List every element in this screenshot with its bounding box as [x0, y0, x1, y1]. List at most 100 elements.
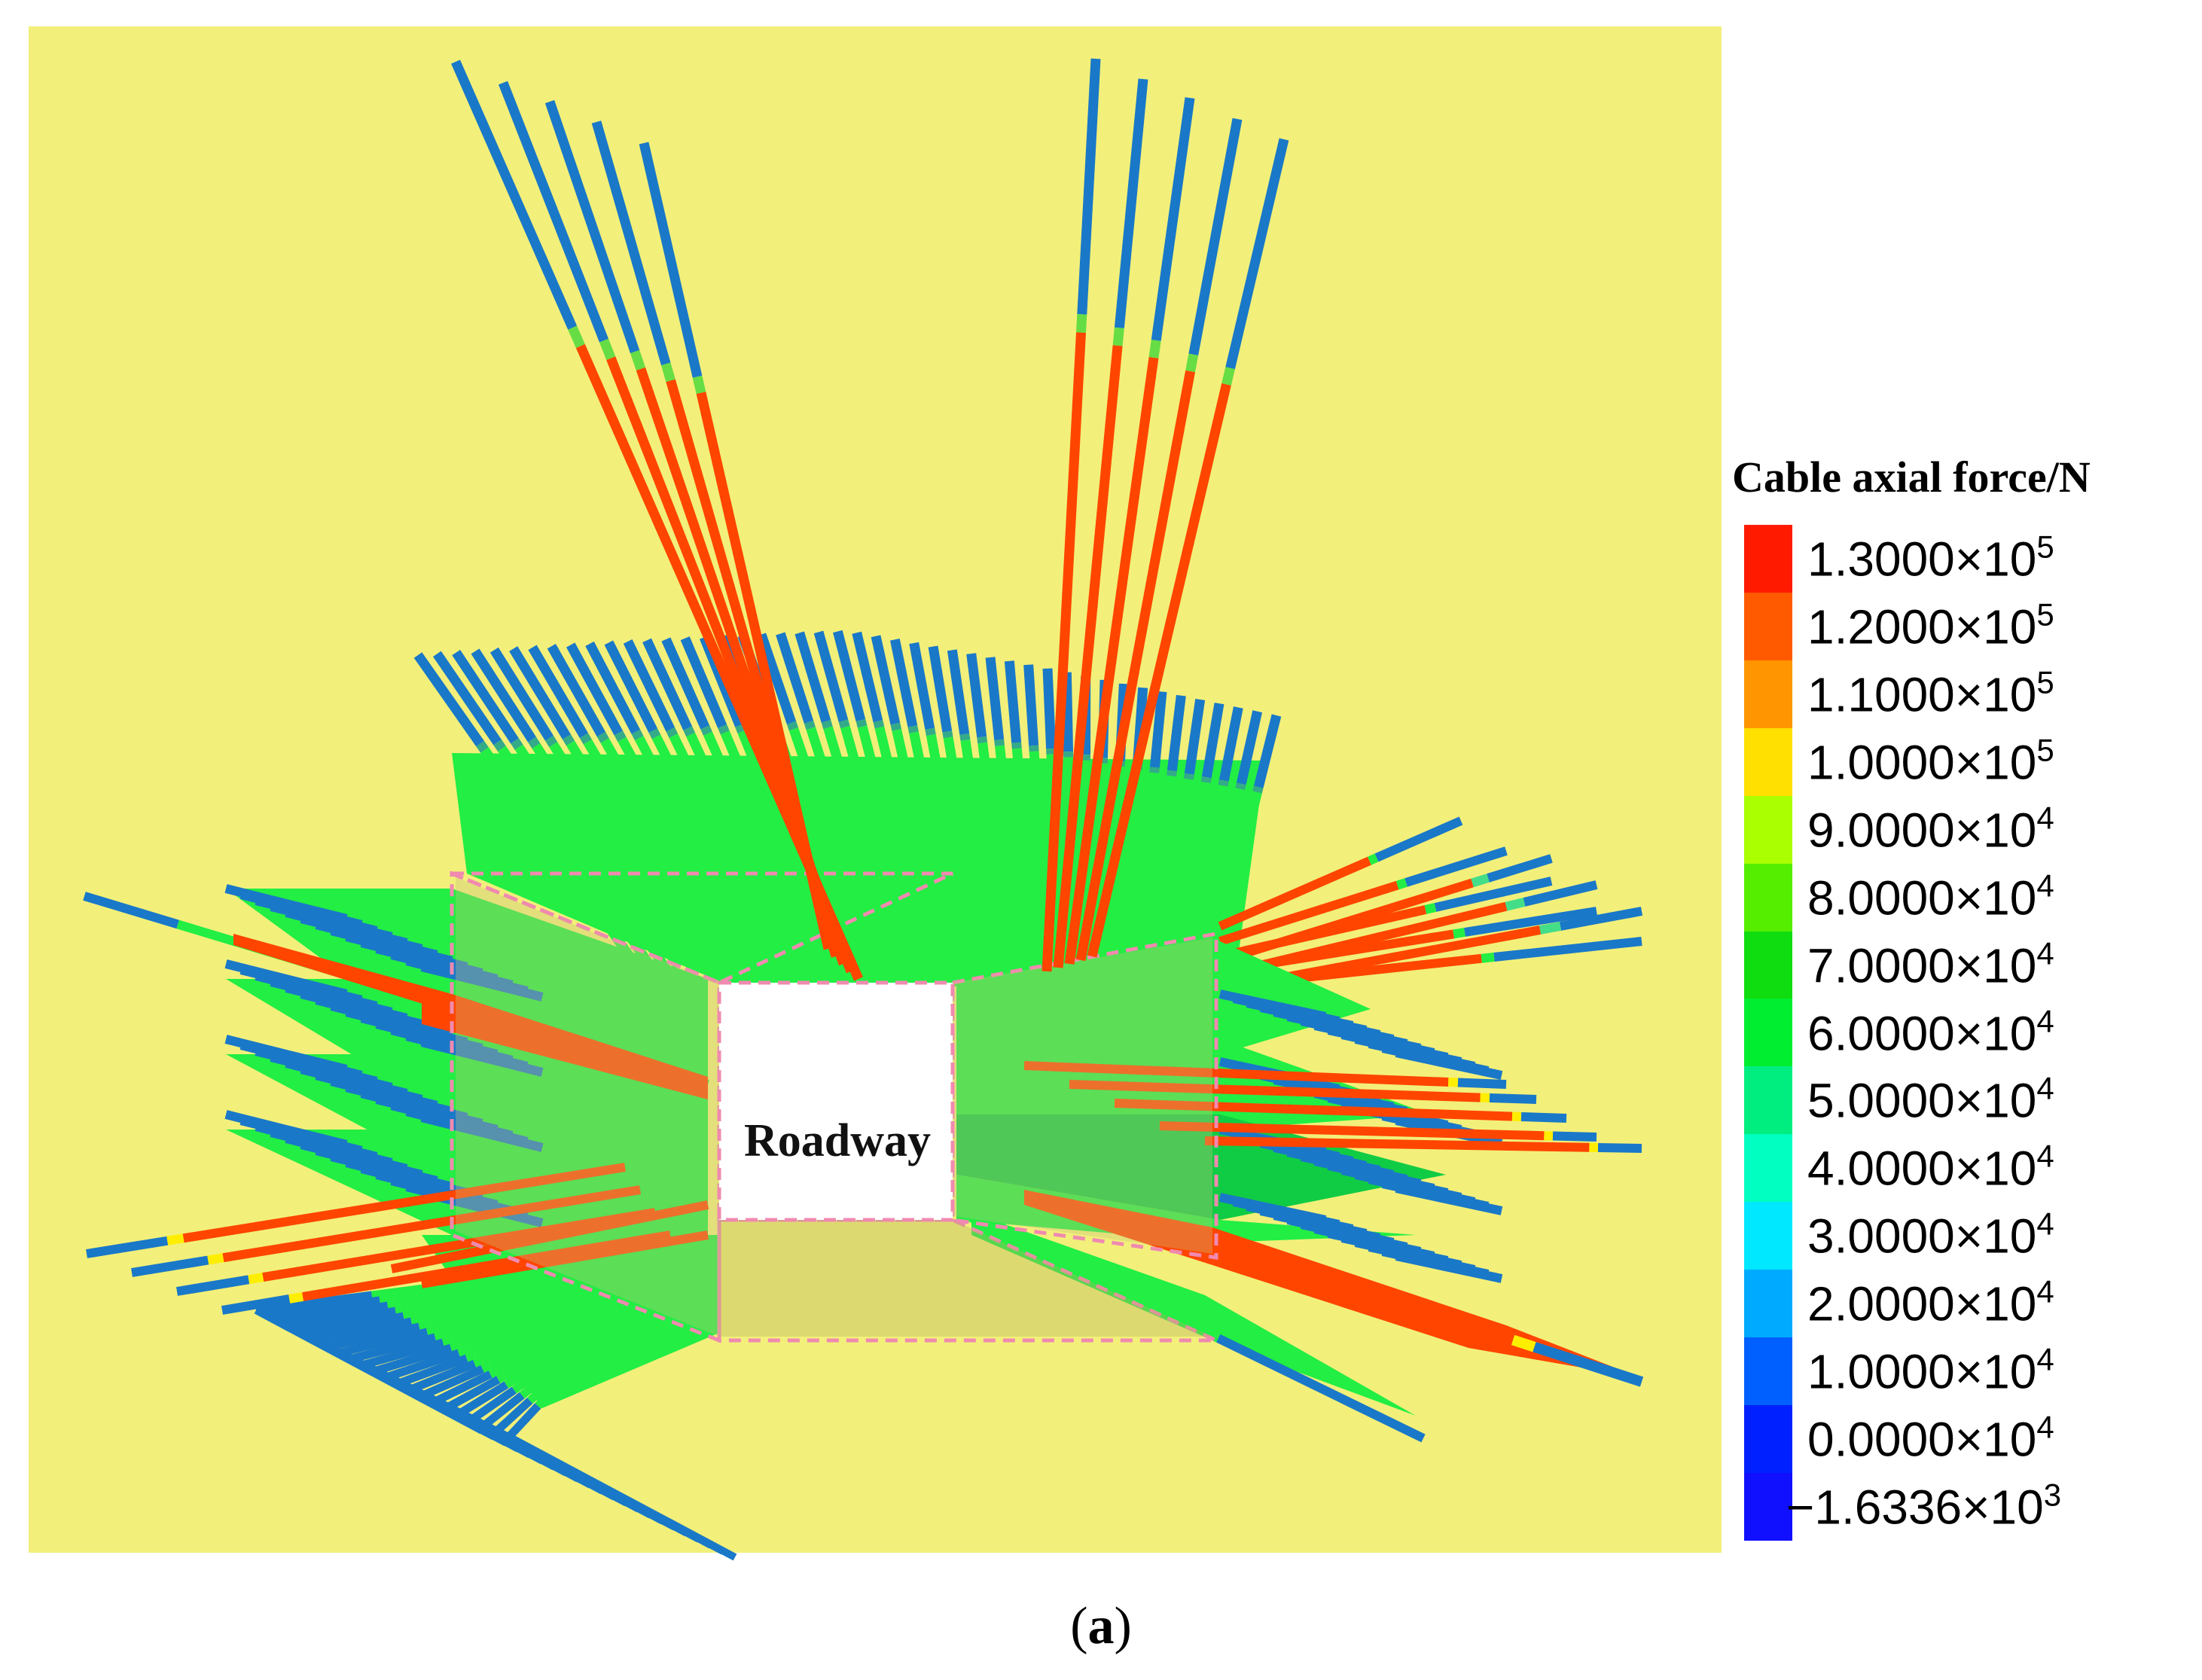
cable: [1395, 878, 1408, 890]
cable: [1042, 668, 1057, 749]
cable: [1148, 340, 1161, 358]
cable: [1075, 925, 1092, 962]
cable: [1094, 383, 1231, 925]
cable: [532, 742, 683, 970]
cable: [1144, 775, 1176, 965]
cable: [1559, 907, 1643, 931]
cable: [669, 733, 785, 958]
cable: [432, 651, 502, 745]
cable: [823, 726, 900, 951]
roadway-right-wall: [953, 938, 1212, 1254]
roadway-opening: [717, 980, 955, 1222]
cable: [566, 740, 709, 967]
cable: [221, 1294, 291, 1315]
legend-label: 7.0000×104: [1807, 935, 2054, 993]
right-green-fan: [956, 1114, 1446, 1220]
cable: [387, 1349, 460, 1381]
cable: [505, 1403, 541, 1440]
cable: [255, 1291, 373, 1315]
legend-swatch: [1744, 1202, 1792, 1270]
cable: [720, 730, 823, 955]
cable: [490, 647, 554, 741]
cable: [1185, 353, 1199, 373]
cable: [291, 1306, 397, 1333]
cable: [840, 725, 912, 950]
cable: [566, 642, 624, 736]
legend-swatch: [1744, 1472, 1792, 1541]
cable: [288, 1292, 304, 1303]
cable: [248, 1273, 264, 1285]
cable: [1533, 1342, 1644, 1387]
cable: [995, 745, 1027, 953]
caption-open: (: [1070, 1597, 1088, 1655]
legend-swatch: [1744, 1270, 1792, 1338]
cable: [488, 1367, 499, 1378]
cable: [302, 1230, 671, 1301]
cable: [1252, 785, 1264, 794]
cable: [1539, 922, 1562, 935]
cable: [1077, 58, 1101, 315]
cable: [648, 728, 661, 739]
cable: [1216, 1334, 1243, 1354]
cable: [1149, 691, 1167, 768]
right-green-fan: [956, 941, 1371, 1054]
cable: [527, 1394, 537, 1404]
cable: [267, 1296, 381, 1321]
cable: [176, 919, 211, 938]
cable: [1404, 846, 1508, 887]
cable: [1167, 694, 1186, 772]
cable: [547, 643, 606, 737]
cable: [535, 1399, 544, 1409]
cable: [1239, 1345, 1426, 1443]
cable: [816, 915, 834, 950]
cable: [441, 1336, 454, 1347]
cable: [977, 742, 1014, 952]
cable: [639, 142, 703, 378]
legend-label: 2.0000×104: [1807, 1273, 2054, 1331]
cable: [666, 727, 679, 738]
cable: [1464, 907, 1597, 937]
cable: [1114, 1099, 1513, 1121]
cable: [1457, 1078, 1507, 1089]
legend-label: 1.1000×105: [1807, 664, 2054, 722]
cable: [279, 1301, 389, 1327]
cable: [1151, 97, 1195, 341]
cable: [451, 59, 578, 330]
cable: [465, 1351, 477, 1363]
right-rib-cables: [956, 816, 1644, 1443]
cable: [1044, 332, 1086, 935]
cable: [1069, 357, 1159, 930]
cable: [1053, 931, 1066, 968]
cable: [925, 727, 936, 736]
caption-letter: a: [1087, 1597, 1115, 1655]
cable: [1131, 772, 1160, 963]
cable: [498, 81, 609, 343]
legend-label: 4.0000×104: [1807, 1138, 2054, 1197]
legend-label: 1.0000×105: [1807, 732, 2054, 790]
cable: [1453, 928, 1465, 939]
cable: [351, 1333, 437, 1363]
cable: [909, 731, 963, 950]
cable: [496, 1372, 507, 1383]
cable: [399, 1354, 468, 1387]
cable: [1069, 1080, 1481, 1102]
cable: [614, 730, 627, 742]
cable: [874, 726, 938, 950]
cable: [1434, 877, 1553, 912]
cable: [942, 730, 953, 739]
cable: [1489, 1093, 1537, 1104]
cable: [83, 892, 179, 929]
cable: [86, 1236, 169, 1258]
cable: [435, 1371, 493, 1404]
cable: [1235, 782, 1246, 791]
cable: [634, 736, 759, 961]
cable: [222, 1185, 641, 1263]
cable: [857, 725, 925, 950]
legend-label: 1.2000×105: [1807, 596, 2054, 654]
cable: [1064, 928, 1079, 965]
cable: [497, 745, 657, 973]
cable: [1201, 703, 1225, 779]
cable: [447, 1376, 501, 1410]
long-anchor-cables: [451, 58, 1289, 981]
cable: [1042, 935, 1054, 972]
